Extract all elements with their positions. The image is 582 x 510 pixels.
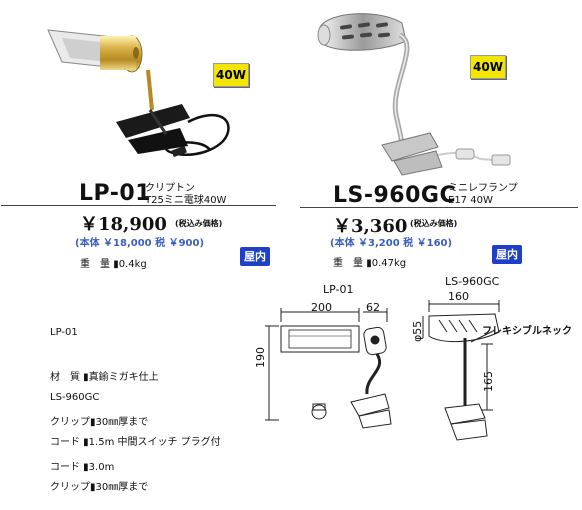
- lp01-divider: [1, 205, 276, 206]
- ls960gc-spec-clip: クリップ▮30㎜厚まで: [50, 482, 149, 493]
- lp01-spec-clip: クリップ▮30㎜厚まで: [50, 417, 149, 428]
- lp01-weight: 重 量 ▮0.4kg: [80, 259, 147, 270]
- ls960gc-diagram-title: LS-960GC: [445, 275, 500, 288]
- ls960gc-lamp-type: ミニレフランプ E17 40W: [448, 183, 518, 207]
- ls960gc-neck-label: フレキシブルネック: [482, 326, 572, 337]
- lp01-weight-label: 重 量: [80, 259, 110, 270]
- lp01-dimension-drawing: [265, 308, 392, 429]
- ls960gc-lamp-type-line2: E17 40W: [448, 195, 493, 206]
- lp01-spec-material: 材 質 ▮真鍮ミガキ仕上: [50, 372, 159, 383]
- lp01-product-photo: [47, 29, 230, 158]
- ls960gc-price-breakdown: (本体 ￥3,200 税 ￥160): [330, 238, 453, 249]
- lp01-spec-title: LP-01: [50, 327, 78, 338]
- ls960gc-indoor-badge: 屋内: [492, 245, 522, 264]
- lp01-lamp-type-line1: クリプトン: [145, 183, 195, 194]
- ls960gc-dim-head: φ55: [411, 320, 424, 342]
- ls960gc-dim-neck: 165: [482, 371, 495, 392]
- lp01-tax-note: (税込み価格): [175, 219, 223, 228]
- ls960gc-dimension-drawing: [422, 300, 500, 441]
- lp01-model-name: LP-01: [79, 181, 152, 206]
- lp01-diagram-title: LP-01: [323, 283, 354, 296]
- lp01-price: ￥18,900: [80, 214, 167, 235]
- lp01-watt-badge: 40W: [213, 63, 249, 87]
- ls960gc-weight: 重 量 ▮0.47kg: [333, 258, 407, 269]
- ls960gc-weight-label: 重 量: [333, 258, 363, 269]
- lp01-dim-side: 62: [366, 301, 380, 314]
- ls960gc-watt-badge: 40W: [470, 55, 506, 79]
- ls960gc-product-photo: [317, 13, 511, 176]
- ls960gc-divider: [300, 207, 578, 208]
- ls960gc-model-name: LS-960GC: [333, 183, 457, 208]
- ls960gc-spec-block: LS-960GC コード ▮1.5m 中間スイッチ プラグ付 クリップ▮30㎜厚…: [50, 360, 221, 510]
- ls960gc-spec-cord: コード ▮1.5m 中間スイッチ プラグ付: [50, 437, 221, 448]
- ls960gc-price: ￥3,360: [333, 216, 408, 237]
- lp01-lamp-type: クリプトン T25ミニ電球40W: [145, 183, 226, 207]
- ls960gc-tax-note: (税込み価格): [410, 219, 458, 228]
- ls960gc-weight-value: 0.47kg: [371, 258, 407, 269]
- lp01-lamp-type-line2: T25ミニ電球40W: [145, 195, 227, 206]
- ls960gc-lamp-type-line1: ミニレフランプ: [448, 183, 518, 194]
- lp01-dim-height: 190: [254, 347, 267, 368]
- lp01-indoor-badge: 屋内: [240, 247, 270, 266]
- lp01-price-breakdown: (本体 ￥18,000 税 ￥900): [75, 238, 205, 249]
- ls960gc-spec-title: LS-960GC: [50, 392, 100, 403]
- ls960gc-dim-width: 160: [448, 290, 469, 303]
- lp01-dim-width: 200: [311, 301, 332, 314]
- lp01-weight-value: 0.4kg: [118, 259, 147, 270]
